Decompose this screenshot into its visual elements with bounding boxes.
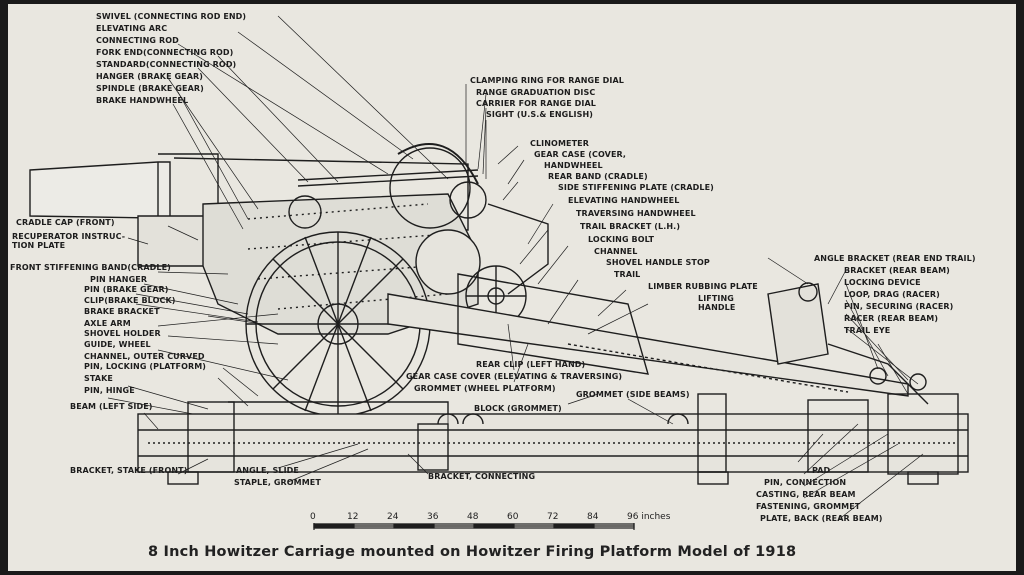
platform-beam xyxy=(137,393,969,485)
label-side-stiffening: SIDE STIFFENING PLATE (CRADLE) xyxy=(558,183,714,192)
label-sight: SIGHT (U.S.& ENGLISH) xyxy=(486,110,594,119)
label-clinometer: CLINOMETER xyxy=(530,139,589,148)
label-angle-bracket-rear: ANGLE BRACKET (REAR END TRAIL) xyxy=(814,254,976,263)
label-guide-wheel: GUIDE, WHEEL xyxy=(84,340,151,349)
label-bracket-stake: BRACKET, STAKE (FRONT) xyxy=(70,466,188,475)
label-lifting-handle: LIFTING HANDLE xyxy=(698,294,736,312)
label-elevating-handwheel: ELEVATING HANDWHEEL xyxy=(568,196,680,205)
label-spindle-brake: SPINDLE (BRAKE GEAR) xyxy=(96,84,204,93)
label-traversing-handwheel: TRAVERSING HANDWHEEL xyxy=(576,209,696,218)
label-cradle-cap: CRADLE CAP (FRONT) xyxy=(16,218,115,227)
label-locking-device: LOCKING DEVICE xyxy=(844,278,921,287)
label-casting-rear-beam: CASTING, REAR BEAM xyxy=(756,490,856,499)
scale-tick: 60 xyxy=(507,512,519,522)
label-block-grommet: BLOCK (GROMMET) xyxy=(474,404,562,413)
label-standard: STANDARD(CONNECTING ROD) xyxy=(96,60,237,69)
label-pin-hanger: PIN HANGER xyxy=(90,275,148,284)
label-staple-grommet: STAPLE, GROMMET xyxy=(234,478,321,487)
scale-tick: 48 xyxy=(467,512,479,522)
label-handwheel: HANDWHEEL xyxy=(544,161,603,170)
label-front-stiffening: FRONT STIFFENING BAND(CRADLE) xyxy=(10,263,171,272)
scale-tick: 36 xyxy=(427,512,439,522)
label-locking-bolt: LOCKING BOLT xyxy=(588,235,655,244)
scale-tick: 24 xyxy=(387,512,399,522)
label-elevating-arc: ELEVATING ARC xyxy=(96,24,168,33)
label-plate-back: PLATE, BACK (REAR BEAM) xyxy=(760,514,883,523)
trail xyxy=(387,273,929,405)
label-swivel: SWIVEL (CONNECTING ROD END) xyxy=(96,12,247,21)
scale-tick: 0 xyxy=(310,512,316,522)
label-pin-connection: PIN, CONNECTION xyxy=(764,478,847,487)
label-channel-outer: CHANNEL, OUTER CURVED xyxy=(84,352,205,361)
label-loop-drag: LOOP, DRAG (RACER) xyxy=(844,290,940,299)
label-rear-clip: REAR CLIP (LEFT HAND) xyxy=(476,360,586,369)
label-limber-rubbing-plate: LIMBER RUBBING PLATE xyxy=(648,282,758,291)
label-shovel-holder: SHOVEL HOLDER xyxy=(84,329,161,338)
label-angle-slide: ANGLE, SLIDE xyxy=(236,466,299,475)
label-rear-band: REAR BAND (CRADLE) xyxy=(548,172,648,181)
label-hanger-brake: HANGER (BRAKE GEAR) xyxy=(96,72,204,81)
label-shovel-handle-stop: SHOVEL HANDLE STOP xyxy=(606,258,710,267)
label-pin-securing: PIN, SECURING (RACER) xyxy=(844,302,954,311)
label-fork-end: FORK END(CONNECTING ROD) xyxy=(96,48,234,57)
label-bracket-connecting: BRACKET, CONNECTING xyxy=(428,472,536,481)
label-trail: TRAIL xyxy=(614,270,641,279)
connecting-rod xyxy=(297,169,479,187)
label-pin-locking-platform: PIN, LOCKING (PLATFORM) xyxy=(84,362,207,371)
label-connecting-rod: CONNECTING ROD xyxy=(96,36,179,45)
label-brake-bracket: BRAKE BRACKET xyxy=(84,307,160,316)
howitzer-drawing xyxy=(29,15,969,530)
label-stake: STAKE xyxy=(84,374,113,383)
label-pad: PAD xyxy=(812,466,831,475)
label-channel: CHANNEL xyxy=(594,247,638,256)
label-range-graduation: RANGE GRADUATION DISC xyxy=(476,88,596,97)
label-racer-rear: RACER (REAR BEAM) xyxy=(844,314,939,323)
label-grommet-wheel: GROMMET (WHEEL PLATFORM) xyxy=(414,384,556,393)
label-recuperator-plate: RECUPERATOR INSTRUC- TION PLATE xyxy=(12,232,126,250)
scale-tick: 72 xyxy=(547,512,559,522)
label-brake-handwheel: BRAKE HANDWHEEL xyxy=(96,96,189,105)
scale-bar xyxy=(313,523,635,530)
label-axle-arm: AXLE ARM xyxy=(84,319,131,328)
label-carrier-range-dial: CARRIER FOR RANGE DIAL xyxy=(476,99,596,108)
label-pin-brake-gear: PIN (BRAKE GEAR) xyxy=(84,285,169,294)
label-gear-case: GEAR CASE (COVER, xyxy=(534,150,627,159)
label-clamping-ring: CLAMPING RING FOR RANGE DIAL xyxy=(470,76,624,85)
label-clip-brake-block: CLIP(BRAKE BLOCK) xyxy=(84,296,176,305)
label-fastening-grommet: FASTENING, GROMMET xyxy=(756,502,861,511)
scale-tick: 84 xyxy=(587,512,599,522)
label-pin-hinge: PIN, HINGE xyxy=(84,386,135,395)
label-trail-bracket: TRAIL BRACKET (L.H.) xyxy=(580,222,681,231)
leader-lines xyxy=(107,15,924,521)
scale-tick: 12 xyxy=(347,512,359,522)
label-trail-eye: TRAIL EYE xyxy=(844,326,891,335)
diagram-frame: SWIVEL (CONNECTING ROD END) ELEVATING AR… xyxy=(8,4,1016,571)
label-beam-left: BEAM (LEFT SIDE) xyxy=(70,402,153,411)
diagram-caption: 8 Inch Howitzer Carriage mounted on Howi… xyxy=(148,544,797,560)
label-gear-case-cover: GEAR CASE COVER (ELEVATING & TRAVERSING) xyxy=(406,372,623,381)
scale-tick: 96 inches xyxy=(627,512,671,522)
label-grommet-side: GROMMET (SIDE BEAMS) xyxy=(576,390,690,399)
label-bracket-rear-beam: BRACKET (REAR BEAM) xyxy=(844,266,950,275)
